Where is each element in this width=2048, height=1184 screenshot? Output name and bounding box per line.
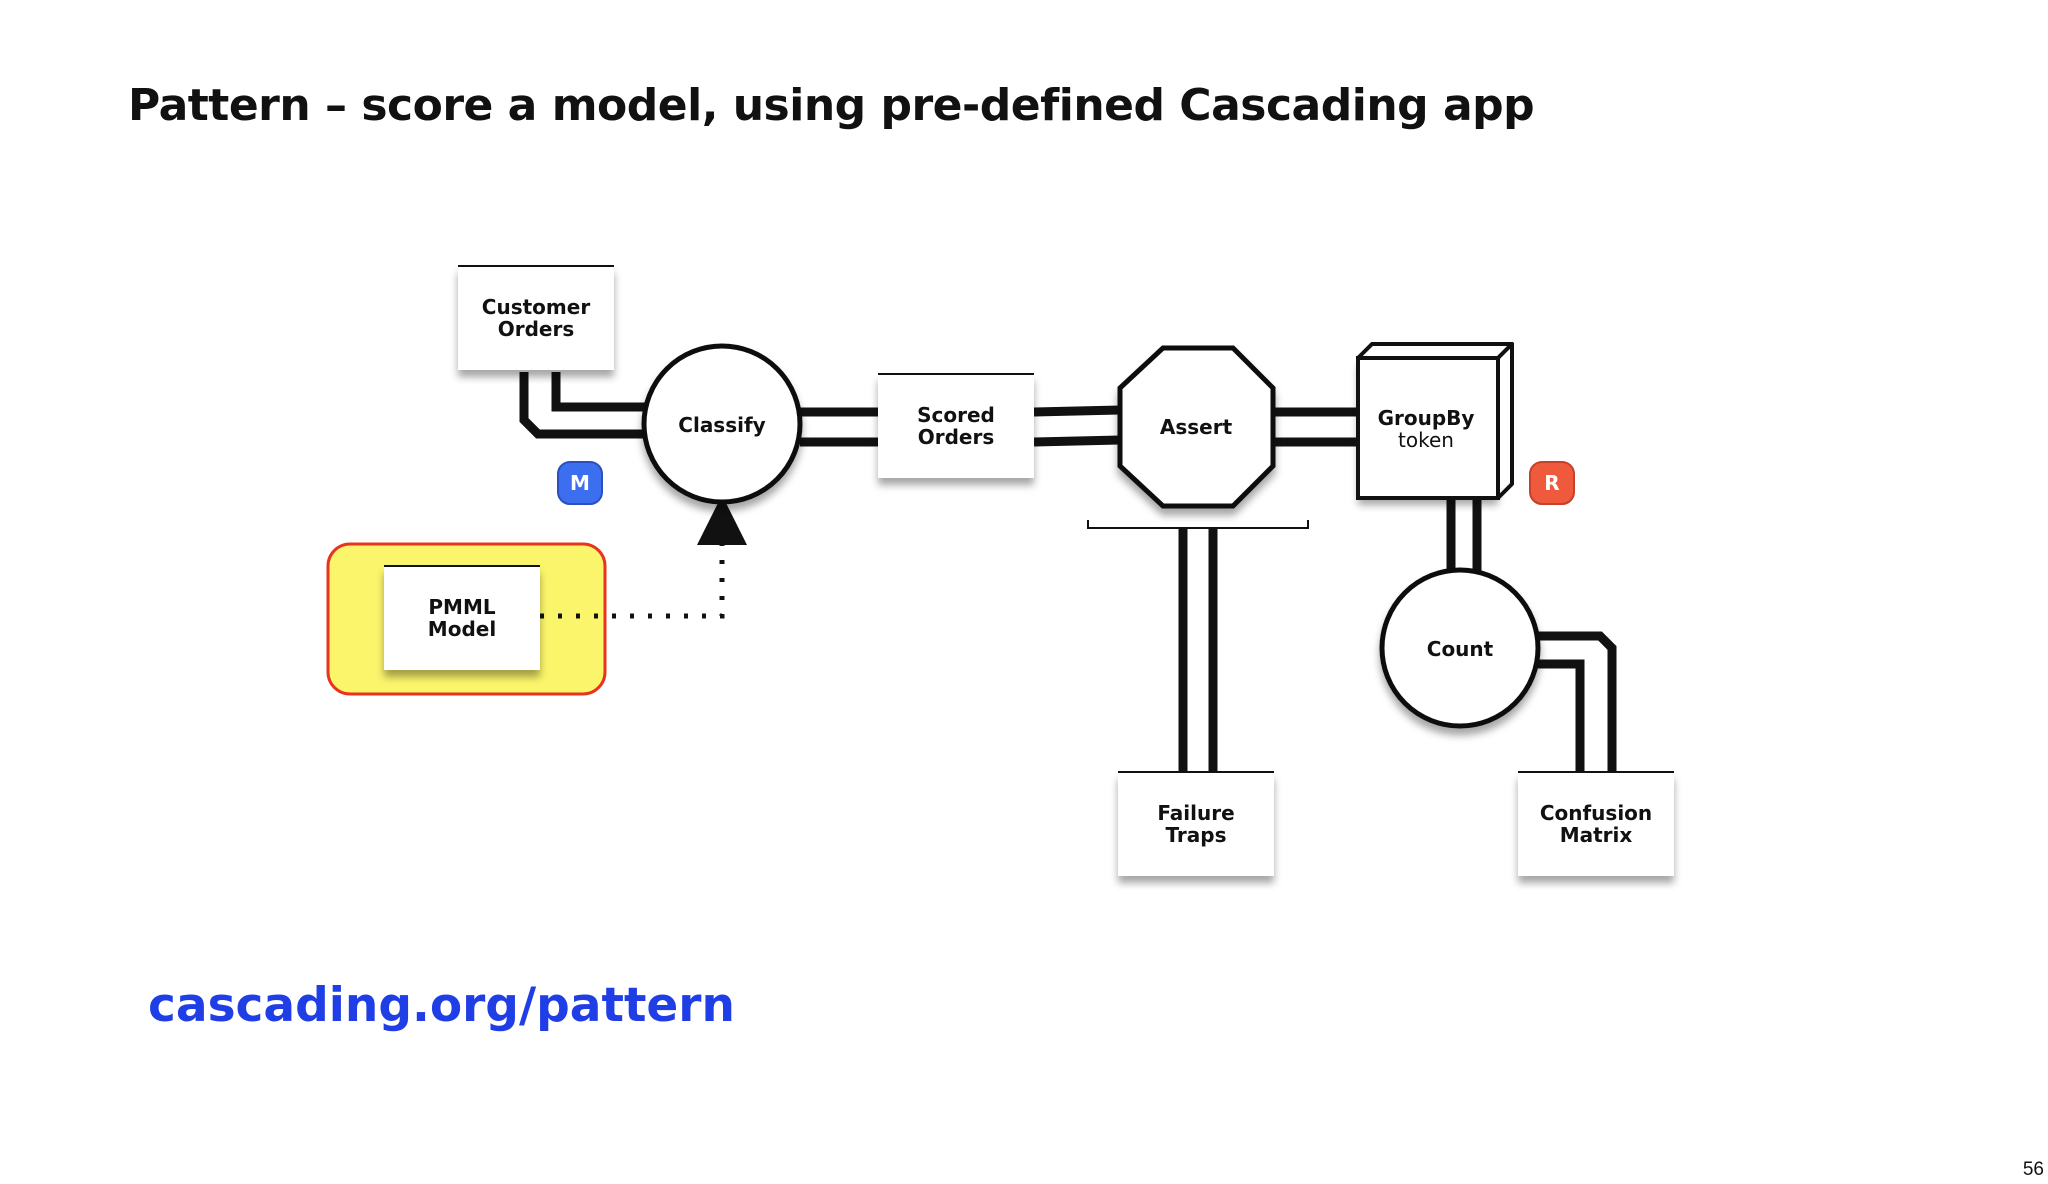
pattern-link[interactable]: cascading.org/pattern: [148, 978, 735, 1033]
customer-orders-line1: Customer: [482, 295, 591, 319]
node-failure-traps: Failure Traps: [1118, 771, 1274, 876]
pmml-to-classify-dotted-arrow: [540, 495, 747, 619]
pipe-orders-to-classify: [519, 372, 652, 439]
pipe-count-to-matrix: [1538, 631, 1617, 774]
scored-orders-line2: Orders: [918, 425, 995, 449]
pipe-scored-to-assert: [1033, 405, 1121, 447]
map-badge-label: M: [570, 471, 590, 495]
customer-orders-line2: Orders: [498, 317, 575, 341]
node-classify: Classify: [641, 343, 803, 505]
map-badge: M: [557, 461, 603, 505]
node-count: Count: [1379, 567, 1541, 729]
reduce-badge-label: R: [1544, 471, 1559, 495]
classify-label: Classify: [678, 413, 765, 437]
count-label: Count: [1427, 637, 1494, 661]
groupby-key: token: [1398, 428, 1454, 452]
pipe-assert-to-traps: [1178, 528, 1218, 774]
node-customer-orders: Customer Orders: [458, 265, 614, 370]
confusion-matrix-line2: Matrix: [1560, 823, 1633, 847]
node-scored-orders: Scored Orders: [878, 373, 1034, 478]
failure-traps-line2: Traps: [1165, 823, 1226, 847]
reduce-badge: R: [1529, 461, 1575, 505]
pmml-model-line2: Model: [428, 617, 496, 641]
groupby-label: GroupBy: [1378, 406, 1475, 430]
pipe-groupby-to-count: [1446, 496, 1482, 574]
pipe-assert-to-groupby: [1272, 407, 1358, 447]
assert-trap-bracket: [1087, 520, 1309, 529]
node-pmml-model: PMML Model: [384, 565, 540, 670]
failure-traps-line1: Failure: [1157, 801, 1234, 825]
node-groupby: GroupBy token: [1356, 342, 1514, 500]
confusion-matrix-line1: Confusion: [1540, 801, 1652, 825]
node-confusion-matrix: Confusion Matrix: [1518, 771, 1674, 876]
scored-orders-line1: Scored: [917, 403, 995, 427]
node-assert: Assert: [1117, 345, 1276, 509]
page-number: 56: [2022, 1159, 2044, 1180]
pmml-model-line1: PMML: [428, 595, 495, 619]
pipe-classify-to-scored: [800, 407, 880, 447]
assert-label: Assert: [1160, 415, 1233, 439]
slide-title: Pattern – score a model, using pre-defin…: [128, 80, 1535, 131]
